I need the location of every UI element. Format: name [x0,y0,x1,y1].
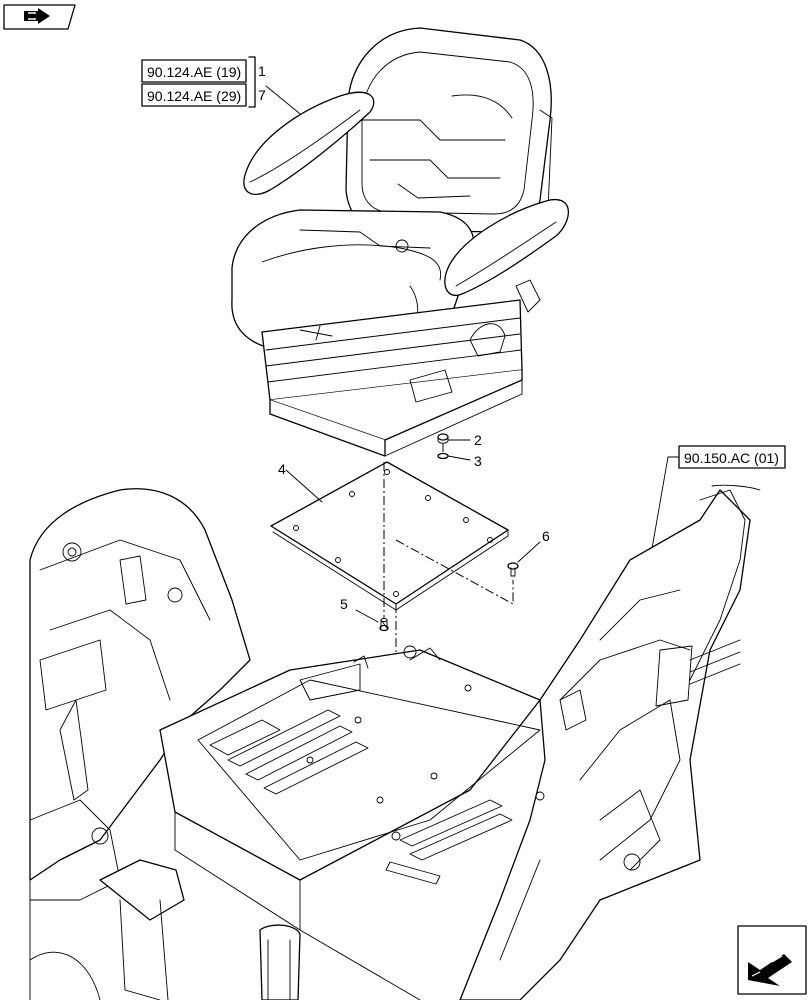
ref-label-frame[interactable]: 90.150.AC (01) [678,445,786,469]
leader-line [355,609,379,623]
cab-frame-structure [29,484,761,1000]
callout-6: 6 [542,528,550,544]
callout-3: 3 [474,453,482,469]
bolt-part-5[interactable] [379,618,389,632]
ref-code: 90.150.AC (01) [684,450,779,466]
callout-2: 2 [474,432,482,448]
ref-bracket [248,56,256,108]
nut-part-2[interactable] [437,433,449,444]
mounting-plate-part-4[interactable] [270,461,509,611]
ref-code: 90.124.AE (29) [147,88,241,104]
leader-line [285,469,323,503]
item-number: 7 [258,87,266,103]
leader-line [517,541,541,563]
nav-next-icon[interactable] [737,925,807,995]
leader-line [447,455,471,461]
callout-5: 5 [340,596,348,612]
ref-label-seat-7[interactable]: 90.124.AE (29) [141,83,247,107]
ref-label-seat-1[interactable]: 90.124.AE (19) [141,59,247,83]
item-number: 1 [258,63,266,79]
ref-code: 90.124.AE (19) [147,64,241,80]
bolt-part-6[interactable] [507,562,519,577]
callout-4: 4 [278,461,286,477]
washer-part-3[interactable] [437,452,449,460]
leader-line [649,456,680,561]
seat-assembly [231,27,569,457]
nav-back-icon[interactable] [3,4,76,30]
